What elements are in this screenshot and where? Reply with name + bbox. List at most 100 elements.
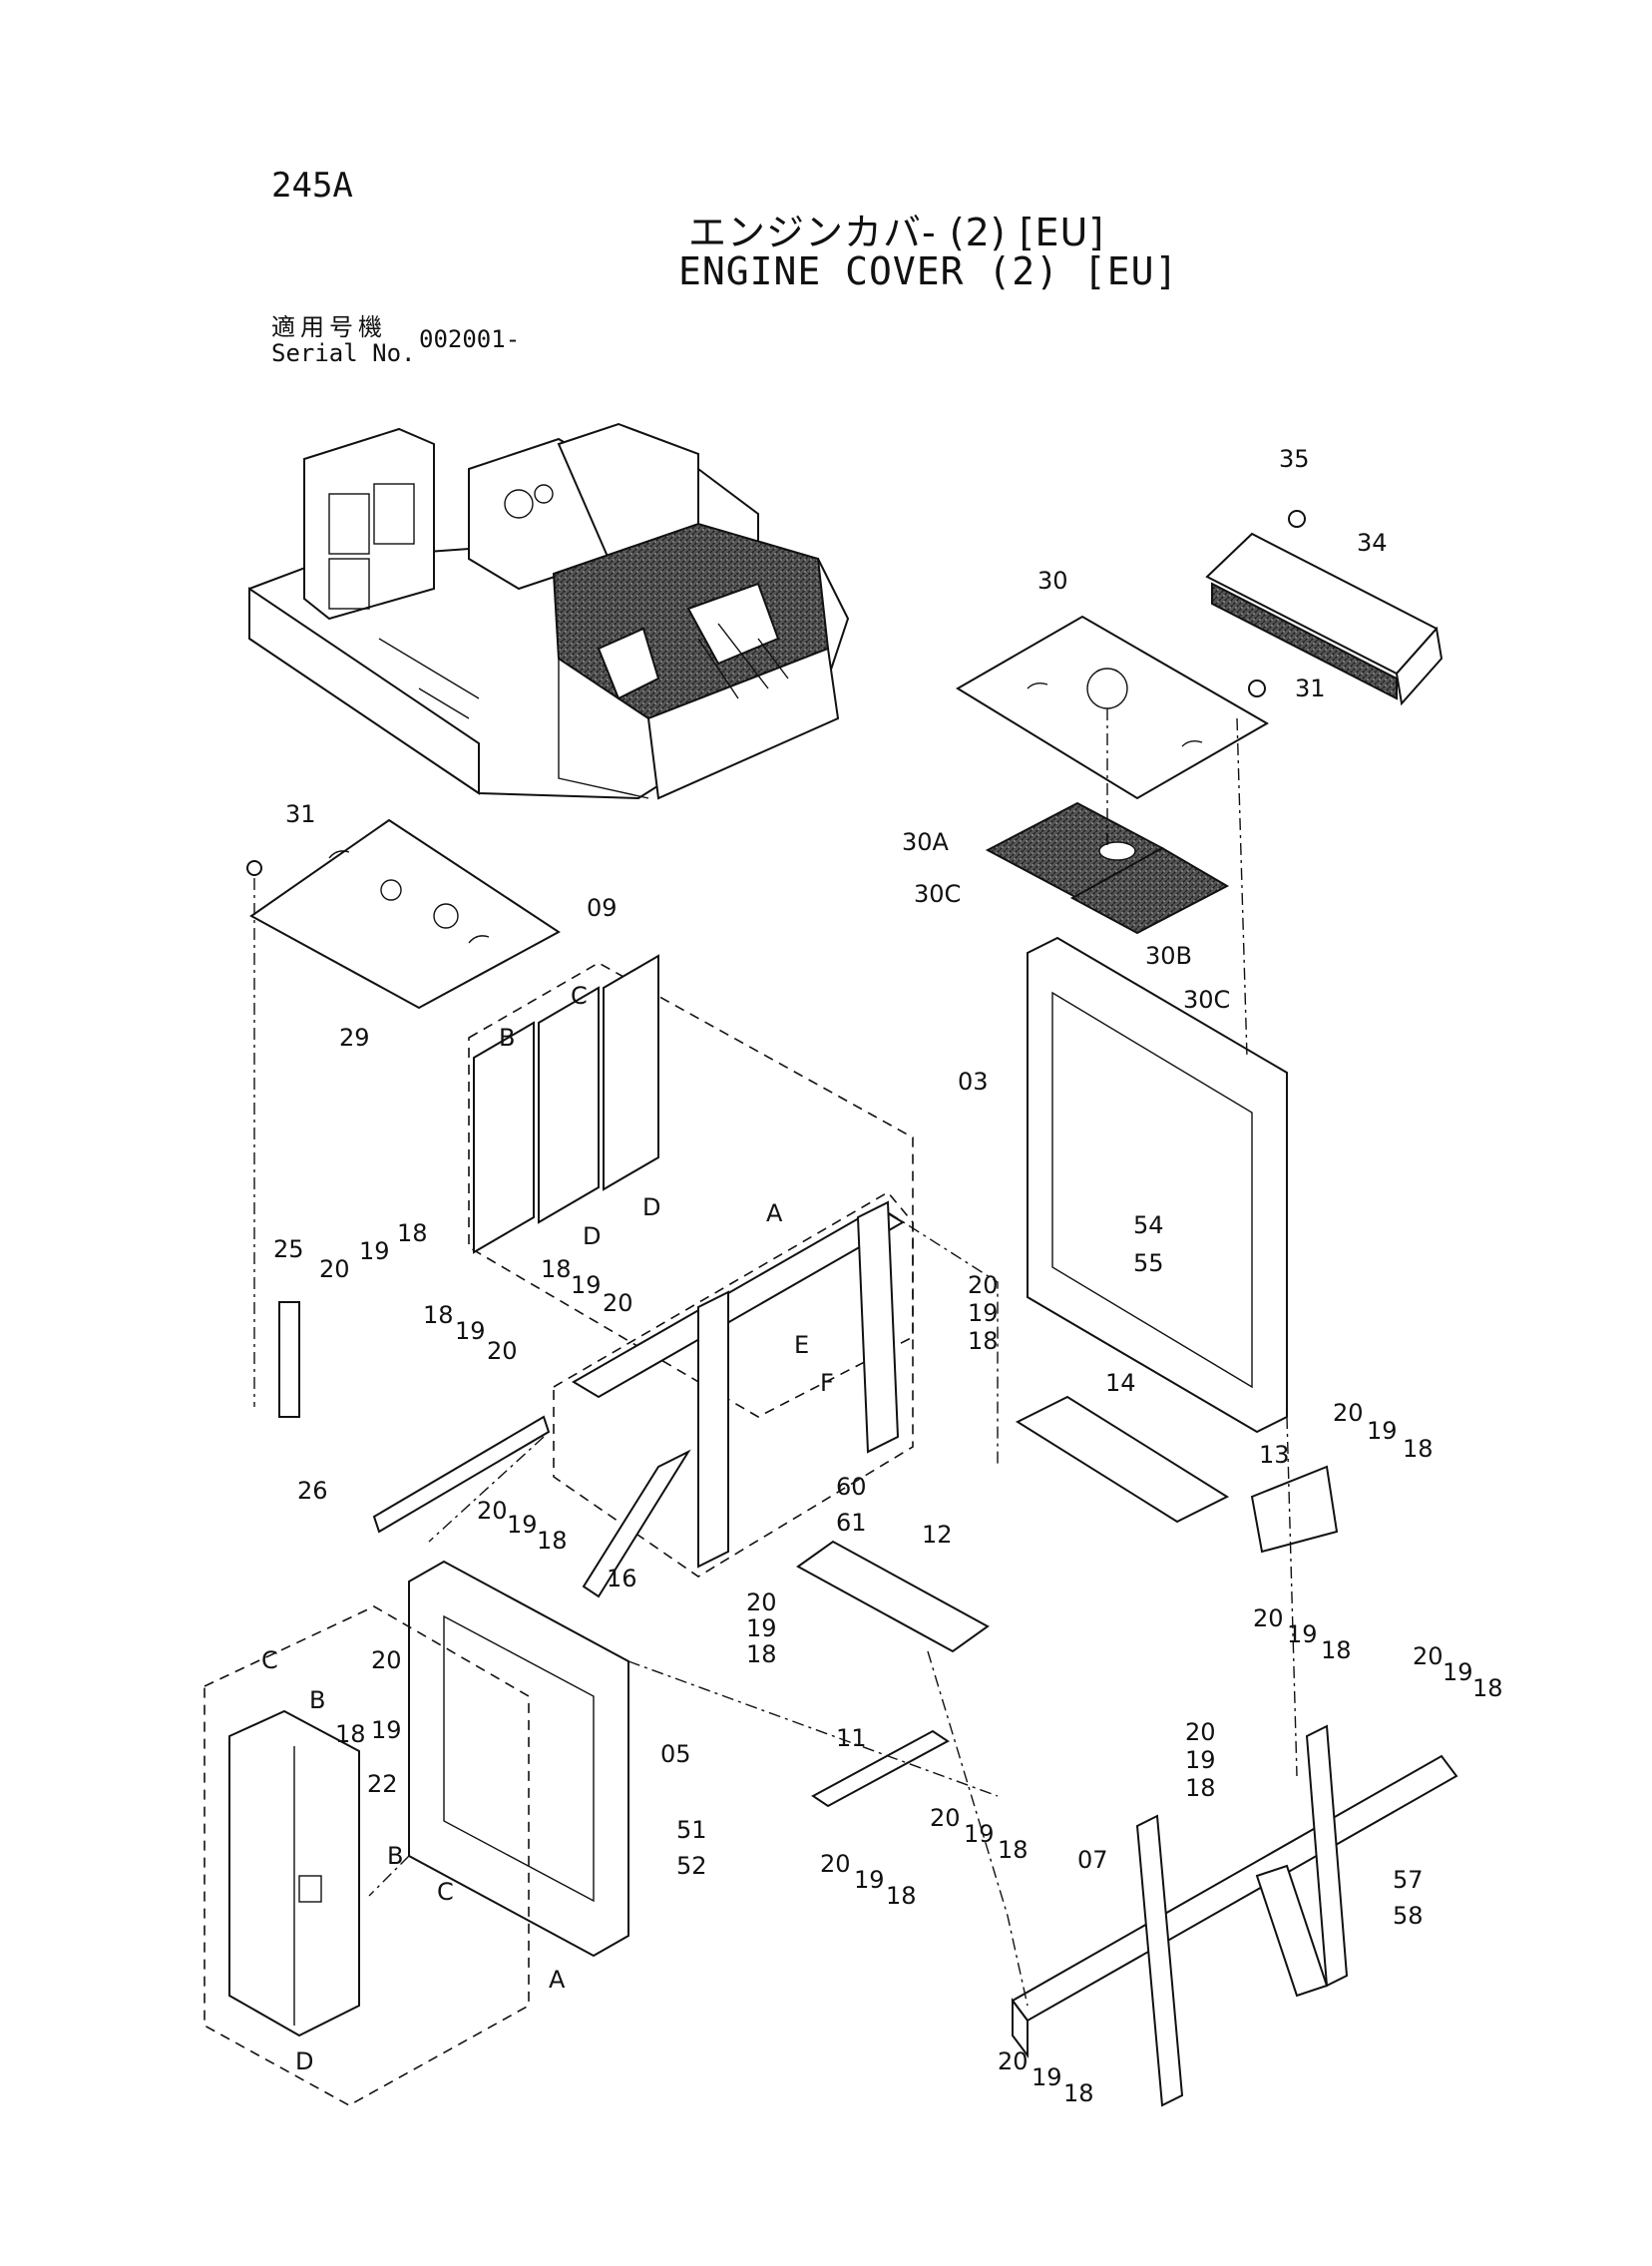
callout-20: 20: [930, 1804, 961, 1832]
connector-lines: [253, 708, 1298, 2007]
callout-18: 18: [998, 1836, 1029, 1864]
callout-19: 19: [746, 1614, 777, 1642]
callout-18: 18: [423, 1301, 454, 1329]
callout-30c: 30C: [914, 880, 961, 908]
part-11-bracket: [811, 1729, 950, 1808]
title-japanese: エンジンカバ- (2) [EU]: [688, 211, 1105, 254]
part-29-top-plate: [246, 818, 561, 1010]
callout-b: B: [499, 1024, 515, 1052]
callout-18: 18: [1321, 1636, 1352, 1664]
part-central-frame: [553, 1190, 914, 1598]
callout-35: 35: [1279, 445, 1310, 473]
callout-19: 19: [1443, 1658, 1473, 1686]
callout-55: 55: [1133, 1249, 1164, 1277]
serial-label-japanese: 適用号機: [271, 313, 387, 341]
callout-d: D: [295, 2047, 313, 2075]
callout-labels: 35 34 30 31 31 30A 30C 30B 30C 29 09 03 …: [261, 445, 1503, 2107]
callout-20: 20: [1253, 1604, 1284, 1632]
callout-31: 31: [1295, 675, 1326, 702]
callout-18: 18: [1063, 2079, 1094, 2107]
door-panel-d: [204, 1605, 530, 2106]
callout-c: C: [571, 982, 588, 1010]
callout-19: 19: [968, 1299, 999, 1327]
bolt-31-icon: [246, 860, 262, 876]
callout-19: 19: [1287, 1620, 1318, 1648]
part-30a-30b-insulation-mats: [985, 801, 1230, 935]
callout-25: 25: [273, 1235, 304, 1263]
part-30-plate: [956, 615, 1269, 800]
part-12-13-14-rails: [796, 1395, 1339, 1653]
callout-20: 20: [319, 1255, 350, 1283]
callout-30b: 30B: [1145, 942, 1192, 970]
callout-19: 19: [1185, 1746, 1216, 1774]
callout-51: 51: [676, 1816, 707, 1844]
callout-03: 03: [958, 1068, 989, 1096]
callout-13: 13: [1259, 1441, 1290, 1469]
serial-number-value: 002001-: [419, 325, 521, 353]
callout-f: F: [820, 1369, 834, 1397]
callout-18: 18: [1472, 1674, 1503, 1702]
part-34-cover-box: [1205, 510, 1444, 706]
bolt-35-icon: [1288, 510, 1306, 528]
callout-09: 09: [587, 894, 618, 922]
callout-30c: 30C: [1183, 986, 1230, 1014]
callout-c: C: [261, 1646, 278, 1674]
callout-20: 20: [968, 1271, 999, 1299]
callout-05: 05: [660, 1740, 691, 1768]
callout-34: 34: [1357, 529, 1388, 557]
callout-d: D: [583, 1222, 601, 1250]
callout-19: 19: [964, 1820, 995, 1848]
part-25-26-brackets: [278, 1301, 551, 1534]
page-number: 245A: [271, 166, 353, 206]
callout-20: 20: [1185, 1718, 1216, 1746]
serial-label-english: Serial No.: [271, 339, 416, 367]
callout-07: 07: [1077, 1846, 1108, 1874]
callout-18: 18: [968, 1327, 999, 1355]
callout-b: B: [309, 1686, 325, 1714]
title-english: ENGINE COVER (2) [EU]: [678, 249, 1179, 293]
callout-c: C: [437, 1878, 454, 1906]
callout-30a: 30A: [902, 828, 950, 856]
callout-18: 18: [537, 1527, 568, 1555]
machine-overview-illustration: [248, 422, 850, 800]
callout-a: A: [766, 1199, 783, 1227]
callout-18: 18: [397, 1219, 428, 1247]
callout-31: 31: [285, 800, 316, 828]
callout-19: 19: [854, 1866, 885, 1894]
callout-20: 20: [746, 1588, 777, 1616]
part-03-frame: [1027, 936, 1288, 1434]
callout-20: 20: [1413, 1642, 1444, 1670]
callout-18: 18: [746, 1640, 777, 1668]
callout-26: 26: [297, 1477, 328, 1505]
callout-18: 18: [541, 1255, 572, 1283]
callout-12: 12: [922, 1521, 953, 1549]
callout-19: 19: [1032, 2063, 1062, 2091]
group-09-dashed-box: [468, 954, 914, 1418]
callout-19: 19: [571, 1271, 602, 1299]
callout-57: 57: [1393, 1866, 1424, 1894]
callout-18: 18: [1185, 1774, 1216, 1802]
callout-20: 20: [820, 1850, 851, 1878]
callout-20: 20: [477, 1497, 508, 1525]
callout-61: 61: [836, 1509, 867, 1537]
callout-a: A: [549, 1966, 566, 1994]
callout-20: 20: [371, 1646, 402, 1674]
callout-b: B: [387, 1842, 403, 1870]
callout-18: 18: [1403, 1435, 1434, 1463]
callout-29: 29: [339, 1024, 370, 1052]
callout-19: 19: [507, 1511, 538, 1539]
callout-22: 22: [367, 1770, 398, 1798]
callout-19: 19: [359, 1237, 390, 1265]
callout-20: 20: [1333, 1399, 1364, 1427]
callout-54: 54: [1133, 1211, 1164, 1239]
callout-58: 58: [1393, 1902, 1424, 1930]
bolt-31-icon: [1248, 680, 1266, 697]
callout-20: 20: [998, 2047, 1029, 2075]
callout-20: 20: [603, 1289, 633, 1317]
callout-11: 11: [836, 1724, 867, 1752]
callout-18: 18: [335, 1720, 366, 1748]
callout-19: 19: [1367, 1417, 1398, 1445]
callout-16: 16: [607, 1565, 637, 1592]
